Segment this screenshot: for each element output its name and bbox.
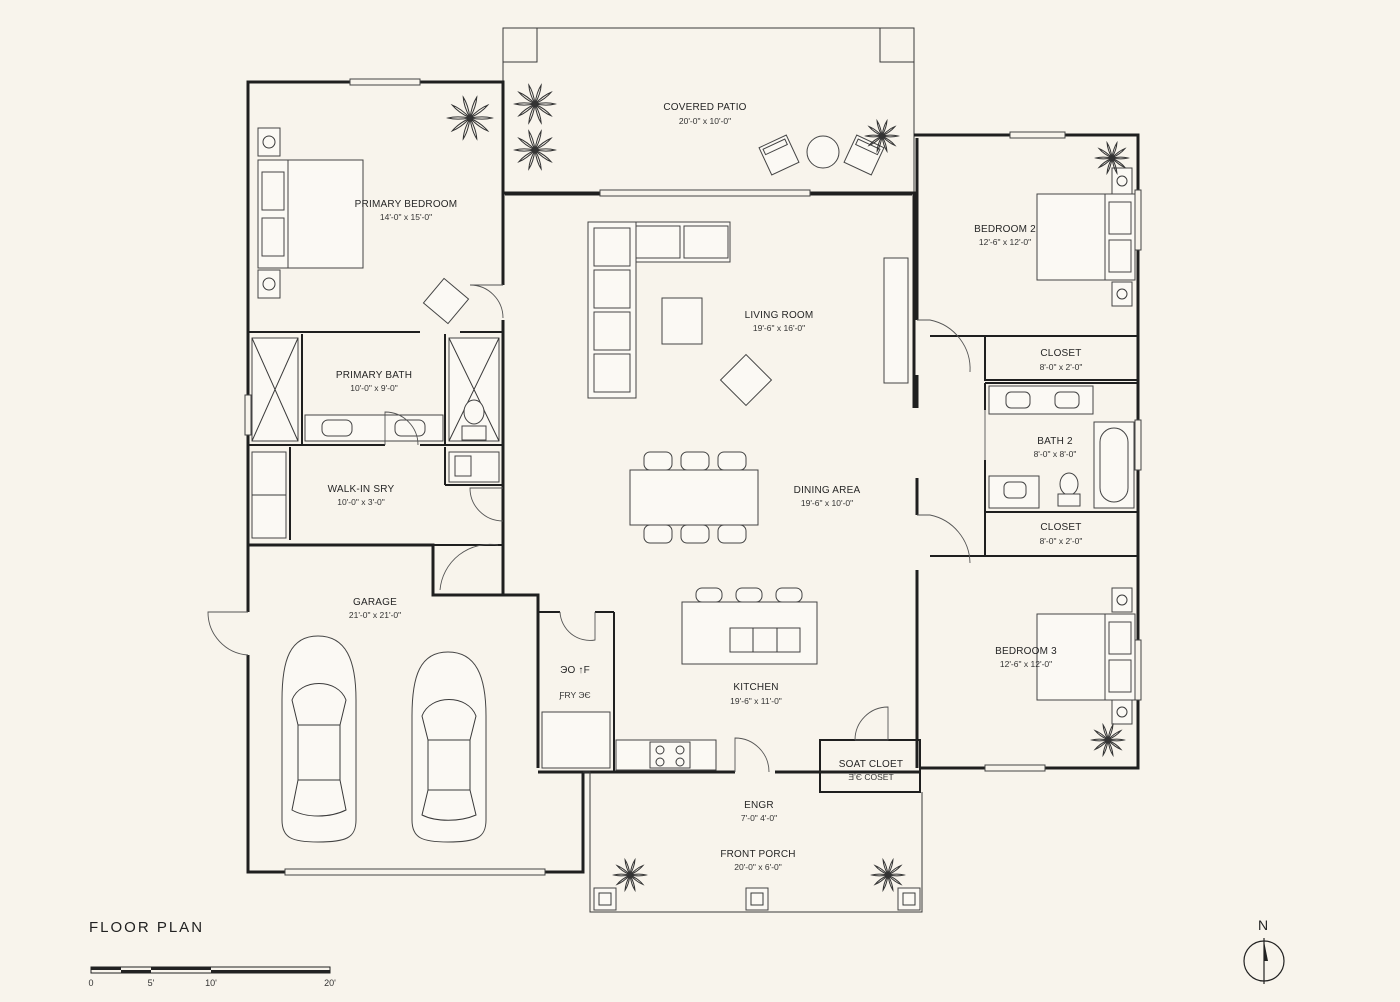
room-dim-closet-1: 8'-0" x 2'-0": [1040, 362, 1083, 372]
plant-icon: [513, 83, 557, 125]
scale-label-0: 0: [88, 978, 93, 988]
plant-icon: [1090, 722, 1126, 758]
room-name-garage: GARAGE: [353, 597, 397, 608]
room-dim-closet-2: 8'-0" x 2'-0": [1040, 536, 1083, 546]
room-name-kitchen: KITCHEN: [733, 682, 778, 693]
room-dim-bedroom-2: 12'-6" x 12'-0": [979, 237, 1031, 247]
living-room-furniture: [587, 221, 971, 407]
plant-icon: [513, 129, 557, 171]
room-name-bath-2: BATH 2: [1037, 436, 1073, 447]
room-name-entry: ENGR: [744, 800, 774, 811]
room-dim-entry: 7'-0" 4'-0": [741, 813, 777, 823]
car-left: [281, 635, 357, 843]
primary-bedroom-furniture: [257, 127, 504, 325]
kitchen-fixtures: [541, 587, 889, 773]
room-name-coat-closet: SOAT CLOET: [839, 759, 903, 770]
room-dim-dining-area: 19'-6" x 10'-0": [801, 498, 853, 508]
bedroom-2-furniture: [1036, 167, 1136, 307]
room-name-walk-in: WALK-IN SRY: [328, 484, 395, 495]
room-dim-coat-closet: ƎʼЄ COSET: [848, 772, 893, 782]
scale-label-10: 10': [205, 978, 217, 988]
car-right: [411, 651, 487, 843]
room-name-primary-bath: PRIMARY BATH: [336, 370, 412, 381]
north-arrow-icon: N: [1243, 917, 1285, 984]
garage-cars: [207, 611, 487, 843]
bath-2-fixtures: [984, 385, 1135, 509]
primary-bath-fixtures: [251, 337, 500, 446]
room-name-front-porch: FRONT PORCH: [720, 849, 795, 860]
scale-label-5: 5': [148, 978, 155, 988]
room-name-covered-patio: COVERED PATIO: [663, 102, 746, 113]
room-dim-bath-2: 8'-0" x 8'-0": [1034, 449, 1077, 459]
room-name-bedroom-2: BEDROOM 2: [974, 224, 1036, 235]
room-name-primary-bedroom: PRIMARY BEDROOM: [355, 199, 458, 210]
plan-title: FLOOR PLAN: [89, 919, 204, 936]
room-dim-primary-bedroom: 14'-0" x 15'-0": [380, 212, 432, 222]
room-labels: COVERED PATIO 20'-0" x 10'-0" PRIMARY BE…: [328, 102, 1083, 872]
front-porch-area: [583, 771, 923, 913]
plant-icon: [1094, 140, 1130, 176]
bedroom-3-furniture: [1036, 587, 1136, 725]
plant-icon: [870, 857, 906, 893]
scale-label-20: 20': [324, 978, 336, 988]
room-name-dining-area: DINING AREA: [794, 485, 861, 496]
room-name-bedroom-3: BEDROOM 3: [995, 646, 1057, 657]
room-name-pantry: ЭO ↑F: [560, 665, 590, 676]
room-dim-walk-in: 10'-0" x 3'-0": [337, 497, 385, 507]
plant-icon: [612, 857, 648, 893]
room-dim-front-porch: 20'-0" x 6'-0": [734, 862, 782, 872]
room-dim-living-room: 19'-6" x 16'-0": [753, 323, 805, 333]
room-dim-kitchen: 19'-6" x 11'-0": [730, 696, 782, 706]
room-name-closet-1: CLOSET: [1040, 348, 1081, 359]
dining-furniture: [629, 451, 971, 564]
covered-patio-area: [502, 27, 915, 194]
walk-in-fixtures: [251, 451, 504, 591]
room-name-closet-2: CLOSET: [1040, 522, 1081, 533]
plant-icon: [864, 118, 900, 154]
windows: [244, 78, 1142, 876]
plant-decor: [446, 83, 1130, 893]
room-dim-covered-patio: 20'-0" x 10'-0": [679, 116, 731, 126]
plant-icon: [446, 95, 494, 141]
room-dim-primary-bath: 10'-0" x 9'-0": [350, 383, 398, 393]
north-label: N: [1258, 917, 1268, 933]
room-name-living-room: LIVING ROOM: [745, 310, 814, 321]
room-dim-bedroom-3: 12'-6" x 12'-0": [1000, 659, 1052, 669]
room-dim-pantry: ƑRY ЭЄ: [558, 690, 590, 700]
scale-bar: 0 5' 10' 20': [88, 966, 336, 988]
room-dim-garage: 21'-0" x 21'-0": [349, 610, 401, 620]
